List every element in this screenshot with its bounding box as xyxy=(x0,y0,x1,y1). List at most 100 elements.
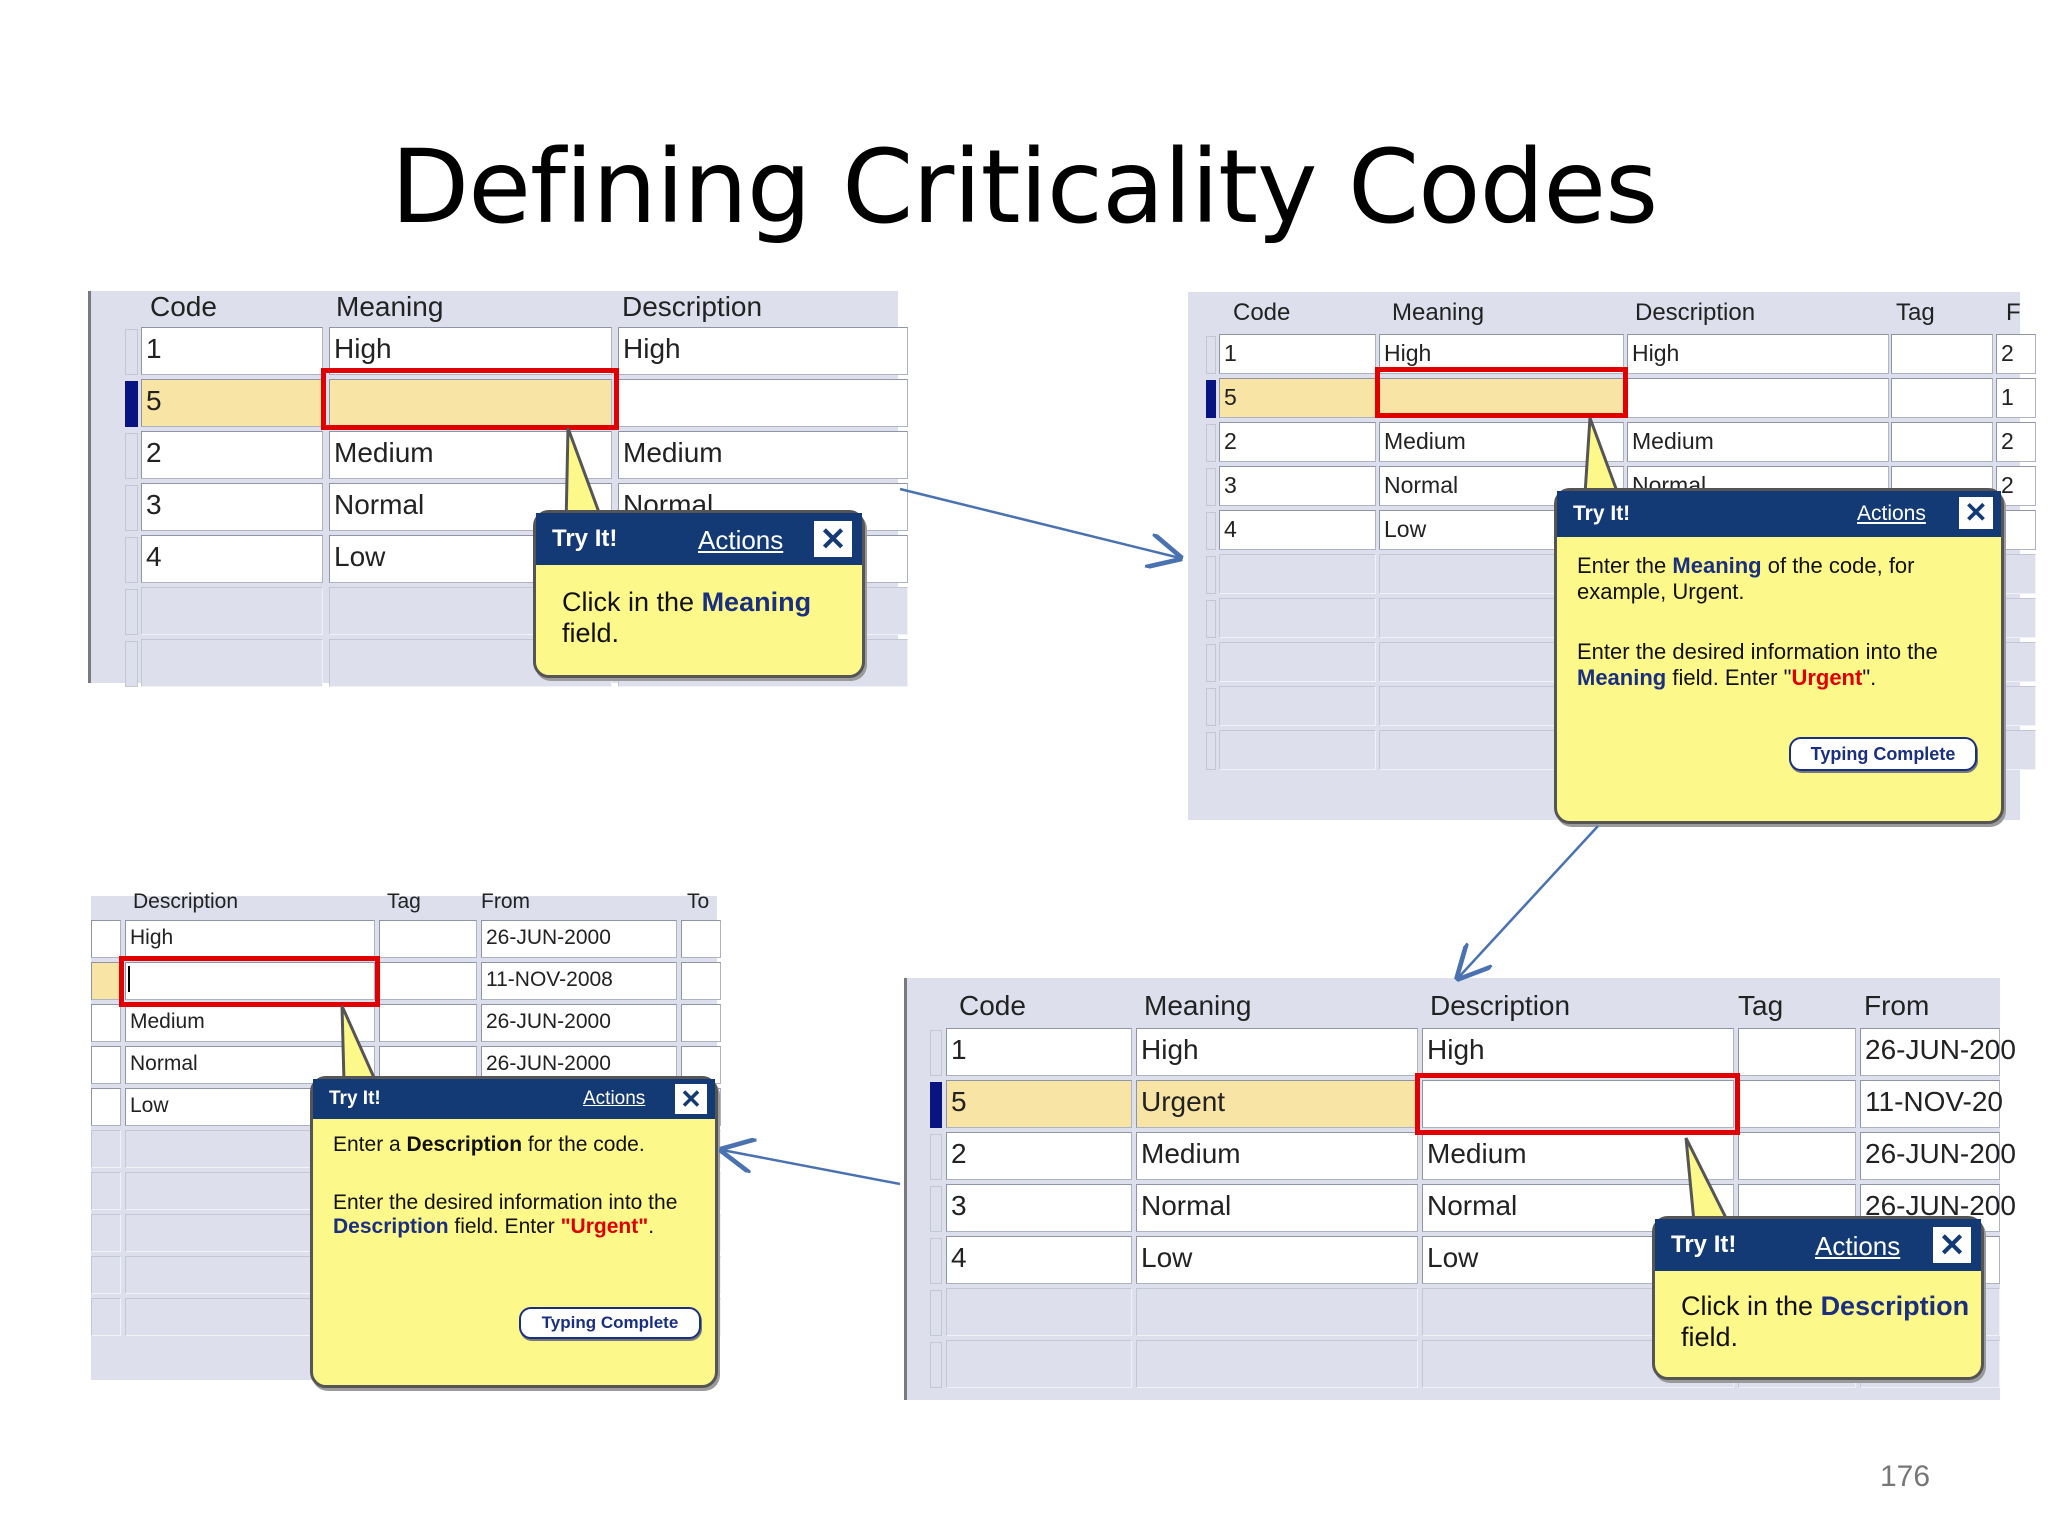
from-cell[interactable]: 2 xyxy=(1996,422,2036,462)
meaning-cell[interactable]: Medium xyxy=(1379,422,1624,462)
row-indicator[interactable] xyxy=(1206,468,1216,506)
meaning-cell[interactable]: Normal xyxy=(1136,1184,1418,1232)
row-indicator[interactable] xyxy=(930,1238,942,1284)
actions-link[interactable]: Actions xyxy=(1815,1231,1901,1261)
empty-cell[interactable] xyxy=(91,1214,121,1252)
empty-cell[interactable] xyxy=(91,1130,121,1168)
from-cell[interactable]: 26-JUN-2000 xyxy=(481,920,677,958)
from-cell[interactable]: 26-JUN-200 xyxy=(1860,1132,2016,1180)
row-indicator[interactable] xyxy=(930,1134,942,1180)
description-cell[interactable] xyxy=(1627,378,1889,418)
row-indicator[interactable] xyxy=(1206,688,1216,726)
description-cell[interactable]: High xyxy=(618,327,908,375)
meaning-cell[interactable]: Normal xyxy=(1379,466,1624,506)
row-indicator[interactable] xyxy=(930,1030,942,1076)
row-edge-cell[interactable] xyxy=(91,920,121,958)
code-cell[interactable]: 5 xyxy=(946,1080,1132,1128)
from-cell[interactable]: 26-JUN-200 xyxy=(1860,1028,2016,1076)
description-cell[interactable] xyxy=(1422,1080,1734,1128)
code-cell[interactable]: 2 xyxy=(946,1132,1132,1180)
code-cell[interactable]: 1 xyxy=(141,327,323,375)
close-icon[interactable]: ✕ xyxy=(1957,495,1995,531)
tag-cell[interactable] xyxy=(1891,422,1993,462)
empty-cell[interactable] xyxy=(1136,1340,1418,1388)
row-indicator[interactable] xyxy=(1206,380,1216,418)
empty-cell[interactable] xyxy=(141,639,323,687)
empty-cell[interactable] xyxy=(1219,686,1376,726)
code-cell[interactable]: 5 xyxy=(141,379,323,427)
empty-cell[interactable] xyxy=(1219,554,1376,594)
code-cell[interactable]: 5 xyxy=(1219,378,1376,418)
meaning-cell[interactable]: Medium xyxy=(329,431,612,479)
row-indicator[interactable] xyxy=(1206,336,1216,374)
row-indicator[interactable] xyxy=(930,1342,942,1388)
meaning-cell[interactable]: High xyxy=(329,327,612,375)
empty-cell[interactable] xyxy=(1219,730,1376,770)
meaning-cell[interactable]: Urgent xyxy=(1136,1080,1418,1128)
code-cell[interactable]: 1 xyxy=(1219,334,1376,374)
row-indicator[interactable] xyxy=(1206,732,1216,770)
description-cell[interactable]: Medium xyxy=(1627,422,1889,462)
typing-complete-button[interactable]: Typing Complete xyxy=(519,1307,701,1339)
row-indicator[interactable] xyxy=(125,485,138,531)
from-cell[interactable]: 2 xyxy=(1996,334,2036,374)
meaning-cell[interactable]: High xyxy=(1136,1028,1418,1076)
row-indicator[interactable] xyxy=(125,537,138,583)
meaning-cell[interactable]: Medium xyxy=(1136,1132,1418,1180)
description-cell[interactable]: High xyxy=(1627,334,1889,374)
row-indicator[interactable] xyxy=(930,1290,942,1336)
tag-cell[interactable] xyxy=(379,1004,477,1042)
row-indicator[interactable] xyxy=(125,433,138,479)
code-cell[interactable]: 3 xyxy=(946,1184,1132,1232)
close-icon[interactable]: ✕ xyxy=(812,519,854,559)
row-indicator[interactable] xyxy=(930,1186,942,1232)
to-cell[interactable] xyxy=(681,962,721,1000)
tag-cell[interactable] xyxy=(1738,1028,1856,1076)
meaning-cell[interactable] xyxy=(329,379,612,427)
code-cell[interactable]: 2 xyxy=(141,431,323,479)
row-edge-cell[interactable] xyxy=(91,1004,121,1042)
to-cell[interactable] xyxy=(681,920,721,958)
close-icon[interactable]: ✕ xyxy=(1931,1225,1973,1265)
empty-cell[interactable] xyxy=(1136,1288,1418,1336)
description-cell[interactable]: High xyxy=(1422,1028,1734,1076)
empty-cell[interactable] xyxy=(91,1256,121,1294)
empty-cell[interactable] xyxy=(91,1298,121,1336)
row-indicator[interactable] xyxy=(1206,556,1216,594)
row-edge-cell[interactable] xyxy=(91,962,121,1000)
code-cell[interactable]: 2 xyxy=(1219,422,1376,462)
row-indicator[interactable] xyxy=(125,641,138,687)
tag-cell[interactable] xyxy=(1738,1080,1856,1128)
code-cell[interactable]: 4 xyxy=(946,1236,1132,1284)
code-cell[interactable]: 3 xyxy=(1219,466,1376,506)
from-cell[interactable]: 26-JUN-2000 xyxy=(481,1004,677,1042)
code-cell[interactable]: 4 xyxy=(141,535,323,583)
from-cell[interactable]: 11-NOV-2008 xyxy=(481,962,677,1000)
close-icon[interactable]: ✕ xyxy=(673,1082,709,1116)
tag-cell[interactable] xyxy=(379,920,477,958)
description-cell[interactable] xyxy=(125,962,375,1000)
row-indicator[interactable] xyxy=(125,381,138,427)
empty-cell[interactable] xyxy=(1219,642,1376,682)
tag-cell[interactable] xyxy=(1891,378,1993,418)
tag-cell[interactable] xyxy=(1738,1132,1856,1180)
row-indicator[interactable] xyxy=(1206,600,1216,638)
actions-link[interactable]: Actions xyxy=(583,1088,646,1109)
code-cell[interactable]: 4 xyxy=(1219,510,1376,550)
description-cell[interactable]: Medium xyxy=(1422,1132,1734,1180)
actions-link[interactable]: Actions xyxy=(698,525,784,555)
from-cell[interactable]: 11-NOV-20 xyxy=(1860,1080,2003,1128)
actions-link[interactable]: Actions xyxy=(1857,502,1926,525)
from-cell[interactable]: 1 xyxy=(1996,378,2036,418)
description-cell[interactable]: High xyxy=(125,920,375,958)
empty-cell[interactable] xyxy=(141,587,323,635)
to-cell[interactable] xyxy=(681,1004,721,1042)
code-cell[interactable]: 3 xyxy=(141,483,323,531)
tag-cell[interactable] xyxy=(1891,334,1993,374)
row-indicator[interactable] xyxy=(1206,644,1216,682)
row-edge-cell[interactable] xyxy=(91,1046,121,1084)
empty-cell[interactable] xyxy=(1219,598,1376,638)
code-cell[interactable]: 1 xyxy=(946,1028,1132,1076)
row-indicator[interactable] xyxy=(930,1082,942,1128)
row-indicator[interactable] xyxy=(1206,424,1216,462)
